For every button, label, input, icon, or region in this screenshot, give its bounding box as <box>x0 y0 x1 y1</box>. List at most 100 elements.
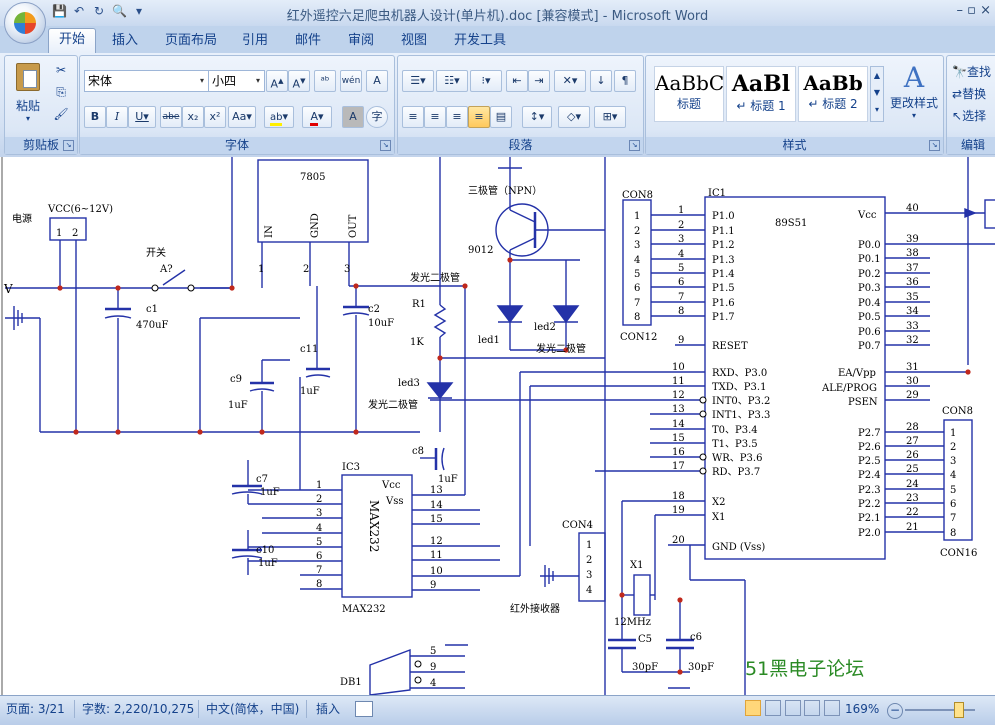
font-size-combo[interactable]: 小四▾ <box>208 70 265 92</box>
dialog-launcher-icon[interactable]: ↘ <box>63 140 74 151</box>
distribute-button[interactable]: ▤ <box>490 106 512 128</box>
dialog-launcher-icon[interactable]: ↘ <box>929 140 940 151</box>
pin-p3-label: T0、P3.4 <box>712 425 758 436</box>
max232-left-pin: 8 <box>316 579 322 590</box>
macro-record-icon[interactable] <box>355 701 373 717</box>
tab-insert[interactable]: 插入 <box>112 33 139 48</box>
superscript-button[interactable]: x² <box>204 106 226 128</box>
label-c10: c10 <box>256 545 274 556</box>
cut-icon[interactable]: ✂ <box>55 63 67 77</box>
format-painter-icon[interactable]: 🖌 <box>53 107 69 121</box>
multilevel-list-button[interactable]: ⁝▾ <box>470 70 502 92</box>
tab-references[interactable]: 引用 <box>242 33 269 48</box>
view-buttons[interactable] <box>745 700 841 718</box>
print-layout-icon[interactable] <box>745 700 761 716</box>
tab-mailings[interactable]: 邮件 <box>295 33 322 48</box>
outline-icon[interactable] <box>804 700 821 716</box>
style-title[interactable]: AaBbC 标题 <box>654 66 724 122</box>
pin-p3-label: INT0、P3.2 <box>712 396 770 407</box>
label-led3-text: 发光二极管 <box>368 398 418 411</box>
full-screen-icon[interactable] <box>764 700 781 716</box>
change-case-button[interactable]: Aa▾ <box>228 106 256 128</box>
zoom-level[interactable]: 169% <box>845 702 880 716</box>
copy-icon[interactable]: ⎘ <box>56 85 66 99</box>
tab-developer[interactable]: 开发工具 <box>454 33 507 48</box>
print-preview-icon[interactable]: 🔍 <box>112 4 127 18</box>
shading-button[interactable]: ◇▾ <box>558 106 590 128</box>
highlight-button[interactable]: ab▾ <box>264 106 294 128</box>
pin-p1-num: 2 <box>678 220 684 231</box>
con8b-pin-num: 3 <box>950 456 956 467</box>
web-layout-icon[interactable] <box>784 700 801 716</box>
styles-scroll[interactable]: ▲▼▾ <box>870 66 884 122</box>
clear-format-button[interactable]: ᵃᵇ <box>314 70 336 92</box>
pin-p3-label: TXD、P3.1 <box>712 382 766 393</box>
tab-page-layout[interactable]: 页面布局 <box>165 33 218 48</box>
paragraph-group: ☰▾ ☷▾ ⁝▾ ⇤ ⇥ ✕▾ ↓ ¶ ≡ ≡ ≡ ≡ ▤ ↕▾ ◇▾ ⊞▾ 段… <box>397 55 644 155</box>
sort-button[interactable]: ↓ <box>590 70 612 92</box>
insert-mode[interactable]: 插入 <box>316 702 341 716</box>
font-color-button[interactable]: A▾ <box>302 106 332 128</box>
replace-button[interactable]: ⇄替换 <box>952 87 987 101</box>
justify-button[interactable]: ≡ <box>468 106 490 128</box>
align-center-button[interactable]: ≡ <box>424 106 446 128</box>
select-button[interactable]: ↖选择 <box>952 109 987 123</box>
font-name-combo[interactable]: 宋体▾ <box>84 70 209 92</box>
style-heading-1[interactable]: AaBl ↵ 标题 1 <box>726 66 796 122</box>
subscript-button[interactable]: x₂ <box>182 106 204 128</box>
borders-button[interactable]: ⊞▾ <box>594 106 626 128</box>
chinese-layout-button[interactable]: ✕▾ <box>554 70 586 92</box>
document-area[interactable]: V VCC(6~12V) 电源 开关 A? 7805 IN GND OUT c1… <box>0 157 995 695</box>
paste-button[interactable]: 粘贴 ▾ <box>9 60 47 123</box>
reg-pin-3: 3 <box>344 264 350 275</box>
decrease-indent-button[interactable]: ⇤ <box>506 70 528 92</box>
pin-p2-num: 25 <box>906 464 919 475</box>
change-styles-button[interactable]: A 更改样式 ▾ <box>886 60 942 132</box>
bold-button[interactable]: B <box>84 106 106 128</box>
strikethrough-button[interactable]: abe <box>160 106 182 128</box>
align-right-button[interactable]: ≡ <box>446 106 468 128</box>
undo-icon[interactable]: ↶ <box>73 4 85 18</box>
enclose-char-button[interactable]: 字 <box>366 106 388 128</box>
power-pin-2: 2 <box>72 228 78 239</box>
show-marks-button[interactable]: ¶ <box>614 70 636 92</box>
tab-view[interactable]: 视图 <box>401 33 428 48</box>
shrink-font-button[interactable]: A▼ <box>288 70 310 92</box>
redo-icon[interactable]: ↻ <box>93 4 105 18</box>
pin-p1-num: 3 <box>678 234 684 245</box>
phonetic-guide-button[interactable]: wén <box>340 70 362 92</box>
bullets-button[interactable]: ☰▾ <box>402 70 434 92</box>
underline-button[interactable]: U▾ <box>128 106 156 128</box>
line-spacing-button[interactable]: ↕▾ <box>522 106 552 128</box>
label-reset: RESET <box>712 341 748 352</box>
char-border-button[interactable]: A <box>366 70 388 92</box>
find-button[interactable]: 🔭查找 <box>952 65 991 79</box>
increase-indent-button[interactable]: ⇥ <box>528 70 550 92</box>
grow-font-button[interactable]: A▲ <box>266 70 288 92</box>
align-left-button[interactable]: ≡ <box>402 106 424 128</box>
style-heading-2[interactable]: AaBb ↵ 标题 2 <box>798 66 868 122</box>
zoom-slider[interactable] <box>905 709 975 711</box>
window-controls[interactable]: – ▫ × <box>956 3 991 18</box>
pin-p0-label: P0.2 <box>858 269 881 280</box>
word-count[interactable]: 字数: 2,220/10,275 <box>82 702 195 716</box>
pin-x1-num: 19 <box>672 505 685 516</box>
page-count[interactable]: 页面: 3/21 <box>6 702 65 716</box>
numbering-button[interactable]: ☷▾ <box>436 70 468 92</box>
label-x1: X1 <box>712 512 725 523</box>
draft-icon[interactable] <box>824 700 841 716</box>
save-icon[interactable]: 💾 <box>52 4 67 18</box>
label-9012: 9012 <box>468 245 493 256</box>
zoom-out-icon[interactable]: − <box>887 703 903 719</box>
language[interactable]: 中文(简体，中国) <box>206 702 300 716</box>
qat-more-icon[interactable]: ▾ <box>135 4 143 18</box>
italic-button[interactable]: I <box>106 106 128 128</box>
office-button[interactable] <box>4 2 46 44</box>
tab-review[interactable]: 审阅 <box>348 33 375 48</box>
title-bar: 💾 ↶ ↻ 🔍 ▾ 红外遥控六足爬虫机器人设计(单片机).doc [兼容模式] … <box>0 0 995 26</box>
dialog-launcher-icon[interactable]: ↘ <box>380 140 391 151</box>
char-shading-button[interactable]: A <box>342 106 364 128</box>
dialog-launcher-icon[interactable]: ↘ <box>629 140 640 151</box>
zoom-slider-thumb[interactable] <box>954 702 964 718</box>
tab-home[interactable]: 开始 <box>48 28 97 54</box>
